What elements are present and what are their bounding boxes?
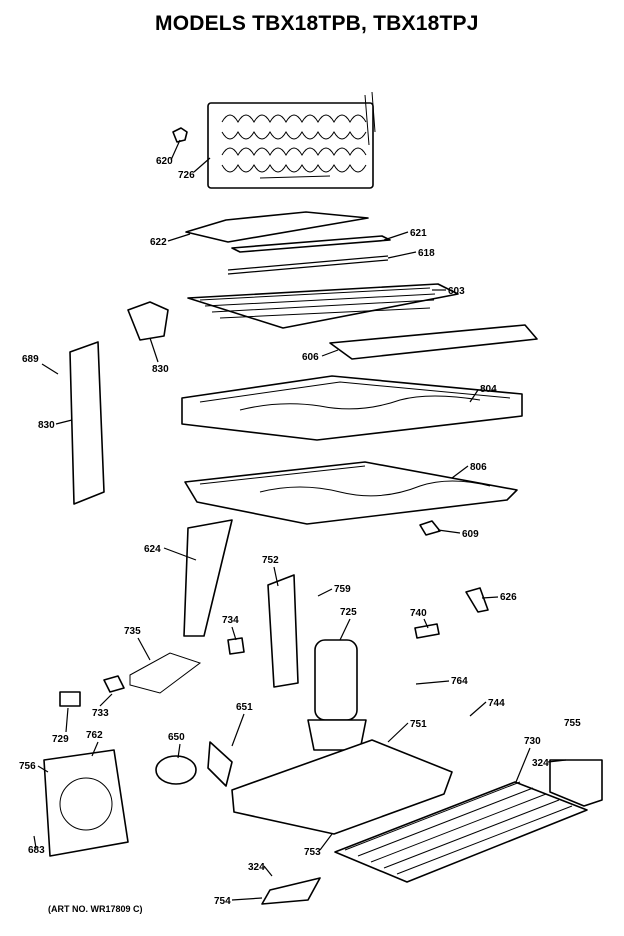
callout-733: 733 (92, 708, 109, 719)
art-number: (ART NO. WR17809 C) (48, 904, 143, 914)
freezer-floor-upper (181, 375, 523, 441)
tray-754 (261, 877, 321, 905)
fan-blade (207, 741, 233, 787)
callout-689: 689 (22, 354, 39, 365)
callout-755: 755 (564, 718, 581, 729)
callout-609: 609 (462, 529, 479, 540)
callout-606: 606 (302, 352, 319, 363)
callout-620: 620 (156, 156, 173, 167)
part-729 (59, 691, 81, 707)
callout-618: 618 (418, 248, 435, 259)
callout-626: 626 (500, 592, 517, 603)
freezer-floor-lower (184, 461, 518, 525)
base-pan (231, 739, 453, 835)
damper-830 (127, 301, 169, 341)
callout-735: 735 (124, 626, 141, 637)
callout-764: 764 (451, 676, 468, 687)
callout-726: 726 (178, 170, 195, 181)
defrost-heater (227, 255, 389, 275)
compressor (307, 639, 367, 751)
callout-762: 762 (86, 730, 103, 741)
callout-751: 751 (410, 719, 427, 730)
evaporator-coil (172, 91, 376, 189)
callout-754: 754 (214, 896, 231, 907)
callout-830-lower: 830 (38, 420, 55, 431)
part-740 (414, 623, 440, 639)
callout-752: 752 (262, 555, 279, 566)
callout-725: 725 (340, 607, 357, 618)
harness-735 (129, 652, 202, 694)
channel-830 (69, 341, 105, 505)
heater-bracket (231, 235, 391, 253)
callout-730: 730 (524, 736, 541, 747)
callout-651: 651 (236, 702, 253, 713)
evaporator-cover (187, 283, 459, 329)
callout-621: 621 (410, 228, 427, 239)
callout-labels: 620 726 622 621 618 603 830 606 689 830 … (19, 156, 581, 907)
callout-324-bottom: 324 (248, 862, 265, 873)
bracket-752 (267, 574, 299, 688)
callout-683: 683 (28, 845, 45, 856)
callout-744: 744 (488, 698, 505, 709)
callout-603: 603 (448, 286, 465, 297)
condenser-coil (334, 781, 588, 883)
part-733 (103, 675, 125, 693)
callout-650: 650 (168, 732, 185, 743)
callout-740: 740 (410, 608, 427, 619)
leader-lines (33, 139, 567, 901)
callout-622: 622 (150, 237, 167, 248)
air-baffle (329, 324, 538, 360)
part-626 (465, 587, 489, 613)
part-609 (419, 520, 441, 536)
callout-830-upper: 830 (152, 364, 169, 375)
part-734 (227, 637, 245, 655)
fan-motor (155, 755, 197, 785)
fan-shroud (43, 749, 129, 857)
duct-624 (183, 519, 233, 637)
callout-756: 756 (19, 761, 36, 772)
callout-734: 734 (222, 615, 239, 626)
callout-804: 804 (480, 384, 497, 395)
callout-753: 753 (304, 847, 321, 858)
drain-trough (185, 211, 369, 243)
callout-324-right: 324 (532, 758, 549, 769)
bracket-755 (549, 759, 603, 807)
callout-624: 624 (144, 544, 161, 555)
callout-759: 759 (334, 584, 351, 595)
callout-806: 806 (470, 462, 487, 473)
diagram-title: MODELS TBX18TPB, TBX18TPJ (155, 12, 479, 35)
callout-729: 729 (52, 734, 69, 745)
